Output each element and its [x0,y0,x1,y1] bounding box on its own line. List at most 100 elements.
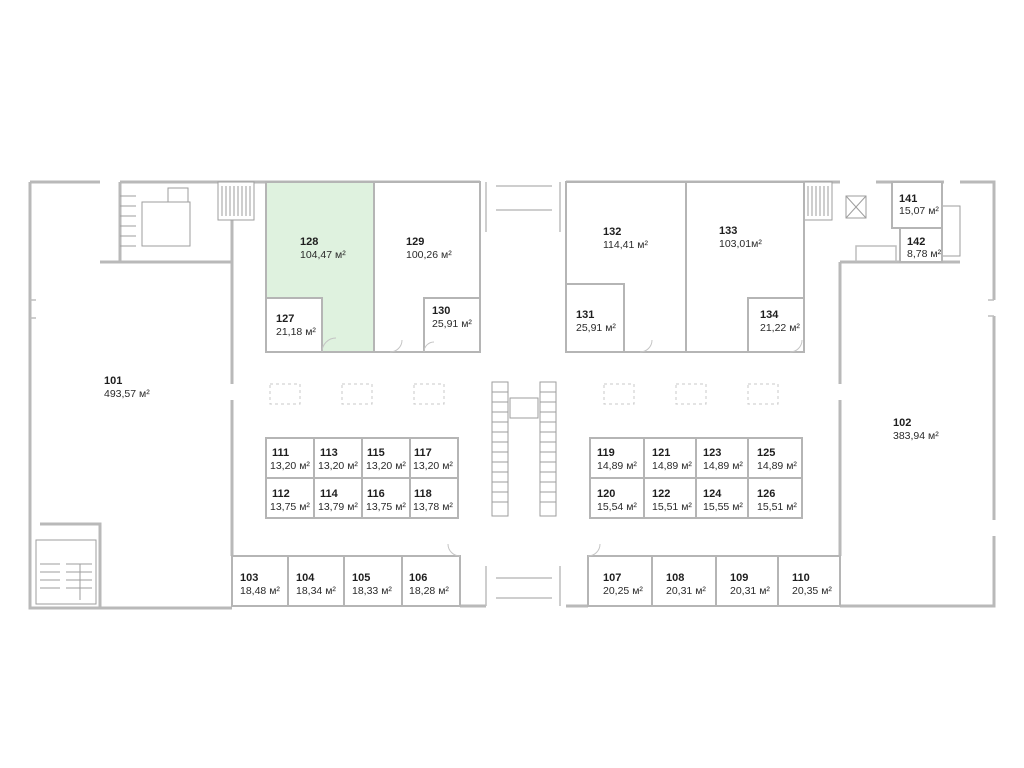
room-124[interactable]: 124 15,55 м² [695,477,749,519]
room-130-shape[interactable] [423,297,481,353]
room-142[interactable]: 142 8,78 м² [899,227,943,263]
room-129-number: 129 [406,236,424,248]
stairs-bottom-left [35,539,97,605]
room-109-shape[interactable] [715,555,779,607]
room-108-number: 108 [666,572,684,584]
room-110-number: 110 [792,572,810,584]
room-103[interactable]: 103 18,48 м² [231,555,289,607]
room-110[interactable]: 110 20,35 м² [777,555,841,607]
room-120-shape[interactable] [589,477,645,519]
room-114[interactable]: 114 13,79 м² [313,477,363,519]
room-120[interactable]: 120 15,54 м² [589,477,645,519]
room-141[interactable]: 141 15,07 м² [891,181,943,229]
room-128-area: 104,47 м² [300,249,346,261]
room-133[interactable]: 133 103,01м² [685,181,805,353]
room-119-shape[interactable] [589,437,645,479]
room-127-number: 127 [276,313,294,325]
room-123-number: 123 [703,447,721,459]
room-106-shape[interactable] [401,555,461,607]
room-101[interactable]: 101 493,57 м² [104,375,150,400]
room-118-number: 118 [414,488,432,500]
room-127-shape[interactable] [265,297,323,353]
room-106-number: 106 [409,572,427,584]
room-131-shape[interactable] [565,283,625,353]
room-113-shape[interactable] [313,437,363,479]
room-125-area: 14,89 м² [757,460,797,472]
room-122-shape[interactable] [643,477,697,519]
room-124-number: 124 [703,488,722,500]
room-123[interactable]: 123 14,89 м² [695,437,749,479]
room-104-shape[interactable] [287,555,345,607]
room-125-shape[interactable] [747,437,803,479]
stairs-top-left [217,181,255,221]
room-111[interactable]: 111 13,20 м² [265,437,315,479]
room-134[interactable]: 134 21,22 м² [747,297,805,353]
room-126-number: 126 [757,488,775,500]
room-103-shape[interactable] [231,555,289,607]
room-102-number: 102 [893,417,911,429]
room-113[interactable]: 113 13,20 м² [313,437,363,479]
room-131[interactable]: 131 25,91 м² [565,283,625,353]
room-112-area: 13,75 м² [270,501,310,513]
room-104-number: 104 [296,572,315,584]
room-123-shape[interactable] [695,437,749,479]
room-108[interactable]: 108 20,31 м² [651,555,717,607]
room-131-area: 25,91 м² [576,322,616,334]
room-102[interactable]: 102 383,94 м² [893,417,939,442]
room-116-shape[interactable] [361,477,411,519]
room-115-area: 13,20 м² [366,460,406,472]
room-103-number: 103 [240,572,258,584]
room-118-shape[interactable] [409,477,459,519]
room-114-shape[interactable] [313,477,363,519]
room-110-shape[interactable] [777,555,841,607]
room-106-area: 18,28 м² [409,585,449,597]
stairs-left-service [120,187,191,247]
room-107-shape[interactable] [587,555,653,607]
room-104[interactable]: 104 18,34 м² [287,555,345,607]
room-133-area: 103,01м² [719,238,762,250]
room-128-number: 128 [300,236,318,248]
room-118[interactable]: 118 13,78 м² [409,477,459,519]
room-132-area: 114,41 м² [603,239,648,251]
lift-right [845,195,961,262]
room-125[interactable]: 125 14,89 м² [747,437,803,479]
room-105-area: 18,33 м² [352,585,392,597]
room-103-area: 18,48 м² [240,585,280,597]
room-126[interactable]: 126 15,51 м² [747,477,803,519]
room-117[interactable]: 117 13,20 м² [409,437,459,479]
room-116-area: 13,75 м² [366,501,406,513]
room-109-number: 109 [730,572,748,584]
room-129-area: 100,26 м² [406,249,452,261]
room-130[interactable]: 130 25,91 м² [423,297,481,353]
room-125-number: 125 [757,447,775,459]
room-122[interactable]: 122 15,51 м² [643,477,697,519]
room-126-shape[interactable] [747,477,803,519]
room-121[interactable]: 121 14,89 м² [643,437,697,479]
room-116[interactable]: 116 13,75 м² [361,477,411,519]
room-112-number: 112 [272,488,290,500]
room-110-area: 20,35 м² [792,585,832,597]
room-111-number: 111 [272,447,289,459]
room-119[interactable]: 119 14,89 м² [589,437,645,479]
room-106[interactable]: 106 18,28 м² [401,555,461,607]
room-109[interactable]: 109 20,31 м² [715,555,779,607]
room-117-area: 13,20 м² [413,460,453,472]
room-104-area: 18,34 м² [296,585,336,597]
room-105-shape[interactable] [343,555,403,607]
room-107[interactable]: 107 20,25 м² [587,555,653,607]
room-112[interactable]: 112 13,75 м² [265,477,315,519]
room-117-number: 117 [414,447,432,459]
room-113-number: 113 [320,447,338,459]
room-113-area: 13,20 м² [318,460,358,472]
room-105[interactable]: 105 18,33 м² [343,555,403,607]
room-112-shape[interactable] [265,477,315,519]
room-134-shape[interactable] [747,297,805,353]
room-117-shape[interactable] [409,437,459,479]
room-115-shape[interactable] [361,437,411,479]
room-120-number: 120 [597,488,615,500]
room-115[interactable]: 115 13,20 м² [361,437,411,479]
room-127[interactable]: 127 21,18 м² [265,297,323,353]
room-108-shape[interactable] [651,555,717,607]
room-107-number: 107 [603,572,621,584]
room-142-shape[interactable] [899,227,943,263]
